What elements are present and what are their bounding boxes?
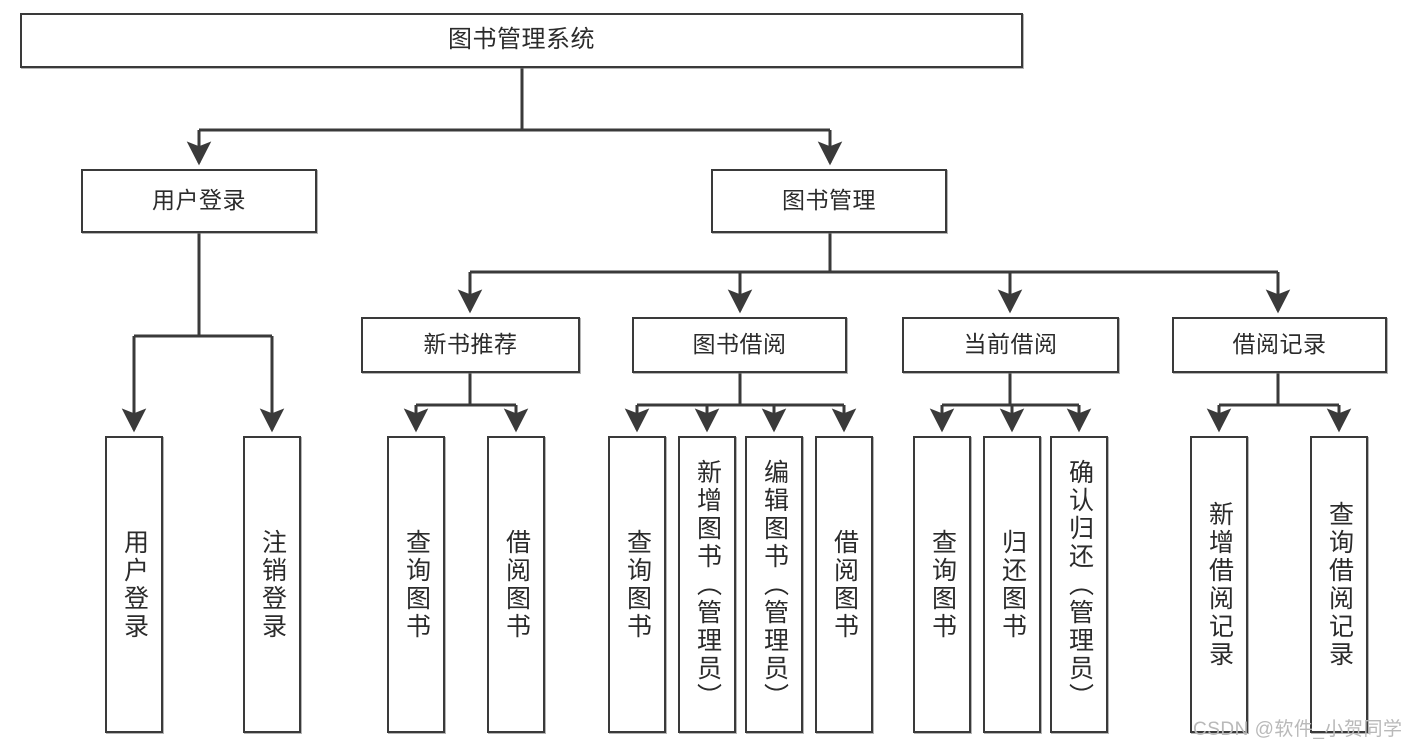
node-label: 查询图书 [623,528,652,641]
node-label: 借阅记录 [1232,331,1327,358]
node-label: 查询图书 [928,528,957,641]
node-user-login-module[interactable]: 用户登录 [81,169,317,233]
node-current-borrow[interactable]: 当前借阅 [902,317,1119,373]
node-label: 查询借阅记录 [1325,500,1354,669]
node-label: 新增借阅记录 [1205,500,1234,669]
leaf-borrow-edit-book-admin[interactable]: 编辑图书（管理员） [745,436,803,733]
node-label: 借阅图书 [830,528,859,641]
node-new-book-recommend[interactable]: 新书推荐 [361,317,580,373]
leaf-user-logout[interactable]: 注销登录 [243,436,301,733]
node-label: 新增图书（管理员） [693,458,722,711]
node-label: 确认归还（管理员） [1065,458,1094,711]
node-label: 注销登录 [258,528,287,641]
node-label: 用户登录 [152,187,246,214]
node-label: 查询图书 [402,528,431,641]
leaf-borrow-query-book[interactable]: 查询图书 [608,436,666,733]
node-borrow-record[interactable]: 借阅记录 [1172,317,1387,373]
leaf-record-query[interactable]: 查询借阅记录 [1310,436,1368,733]
node-root-system[interactable]: 图书管理系统 [20,13,1023,68]
node-label: 新书推荐 [423,331,518,358]
leaf-new-borrow-book[interactable]: 借阅图书 [487,436,545,733]
node-label: 编辑图书（管理员） [760,458,789,711]
node-label: 借阅图书 [502,528,531,641]
node-label: 归还图书 [998,528,1027,641]
leaf-borrow-add-book-admin[interactable]: 新增图书（管理员） [678,436,736,733]
leaf-current-query-book[interactable]: 查询图书 [913,436,971,733]
node-book-borrow[interactable]: 图书借阅 [632,317,847,373]
leaf-user-login[interactable]: 用户登录 [105,436,163,733]
node-book-management-module[interactable]: 图书管理 [711,169,947,233]
node-label: 图书管理系统 [448,26,595,54]
leaf-record-add[interactable]: 新增借阅记录 [1190,436,1248,733]
node-label: 用户登录 [120,528,149,641]
node-label: 图书管理 [782,187,876,214]
leaf-current-return-book[interactable]: 归还图书 [983,436,1041,733]
node-label: 当前借阅 [963,331,1058,358]
leaf-borrow-borrow-book[interactable]: 借阅图书 [815,436,873,733]
node-label: 图书借阅 [692,331,787,358]
leaf-current-confirm-return-admin[interactable]: 确认归还（管理员） [1050,436,1108,733]
leaf-new-query-book[interactable]: 查询图书 [387,436,445,733]
